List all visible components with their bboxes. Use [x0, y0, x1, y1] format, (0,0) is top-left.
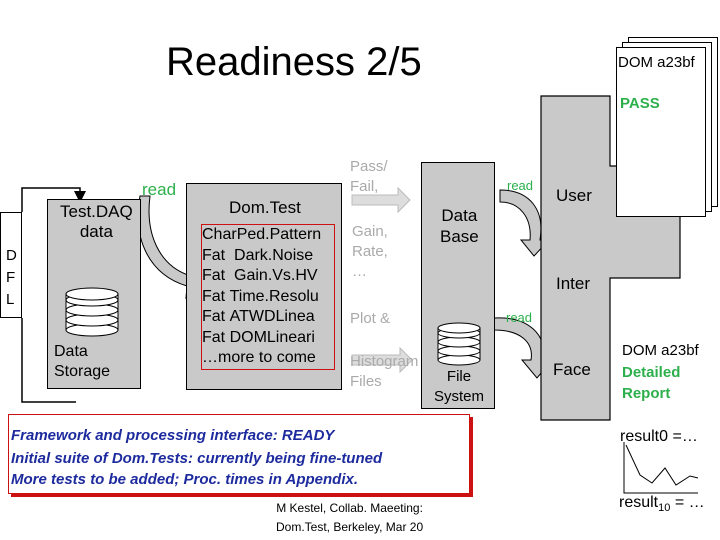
detailed-dom-label: DOM a23bf [622, 342, 699, 359]
domtest-row: Fat Time.Resolu [202, 287, 319, 305]
ui-label-user: User [556, 186, 592, 205]
dfl-to-storage-line [21, 318, 76, 403]
domtest-row: CharPed.Pattern [202, 226, 322, 243]
footer-credit: M Kestel, Collab. Maeeting: Dom.Test, Be… [276, 501, 424, 534]
domtest-more: …more to come [202, 349, 316, 366]
dfl-box: D F L [0, 212, 22, 318]
faded-arrow-bottom [351, 346, 413, 374]
detailed-line2: Report [622, 385, 671, 402]
result10-label: result10 = … [619, 494, 705, 514]
result10-main: result [619, 494, 659, 511]
domtest-row: Fat Gain.Vs.HV [202, 267, 318, 284]
domtest-header: Dom.Test [229, 198, 301, 217]
database-label: Data Base [440, 206, 479, 246]
status-line-2: Initial suite of Dom.Tests: currently be… [11, 450, 383, 467]
detailed-line1: Detailed [622, 364, 681, 381]
testdaq-label: Test.DAQ data [60, 202, 133, 241]
file-system-label: File System [434, 368, 485, 405]
data-storage-label: Data Storage [54, 343, 111, 380]
read-label-left: read [142, 180, 177, 199]
read-label-filesystem: read [506, 310, 533, 325]
pass-label: PASS [620, 95, 660, 112]
read-label-database: read [507, 178, 534, 193]
dfl-letter-l: L [6, 291, 15, 308]
result10-sub: 10 [658, 502, 671, 515]
ui-label-inter: Inter [556, 274, 591, 293]
database-box: Data Base File System [421, 162, 495, 409]
dom-stack-label: DOM a23bf [618, 54, 695, 71]
status-callout: Framework and processing interface: READ… [8, 414, 470, 494]
domtest-box: Dom.Test CharPed.Pattern Fat Dark.Noise … [186, 183, 342, 390]
faded-gain-rate: Gain, Rate, … [352, 223, 388, 280]
domtest-row: Fat ATWDLinea [202, 308, 315, 325]
domtest-row: Fat DOMLineari [202, 328, 315, 346]
faded-arrow-top [351, 186, 411, 214]
result0-label: result0 =… [620, 428, 698, 445]
testdaq-data-box: Test.DAQ data Data Storage [47, 199, 141, 389]
dom-card-back-0 [616, 47, 706, 217]
result-mini-plot-curve [625, 444, 699, 486]
dfl-letter-f: F [6, 269, 16, 286]
ui-label-face: Face [553, 360, 591, 379]
dfl-to-testdaq-line [21, 187, 86, 212]
slide-title: Readiness 2/5 [166, 40, 422, 84]
dfl-letter-d: D [6, 247, 17, 264]
status-line-3: More tests to be added; Proc. times in A… [11, 471, 358, 488]
faded-histogram: Histogram Files [350, 353, 419, 390]
status-line-1: Framework and processing interface: READ… [11, 427, 335, 444]
file-system-disk-icon [436, 321, 482, 367]
faded-pass-fail: Pass/ Fail, [350, 158, 388, 195]
storage-disk-icon [64, 286, 120, 338]
result-mini-plot-axes [623, 442, 698, 494]
domtest-row: Fat Dark.Noise [202, 246, 314, 264]
result10-tail: = … [670, 494, 705, 511]
faded-plot: Plot & [350, 310, 391, 327]
domtest-table: CharPed.Pattern Fat Dark.Noise Fat Gain.… [201, 224, 335, 370]
